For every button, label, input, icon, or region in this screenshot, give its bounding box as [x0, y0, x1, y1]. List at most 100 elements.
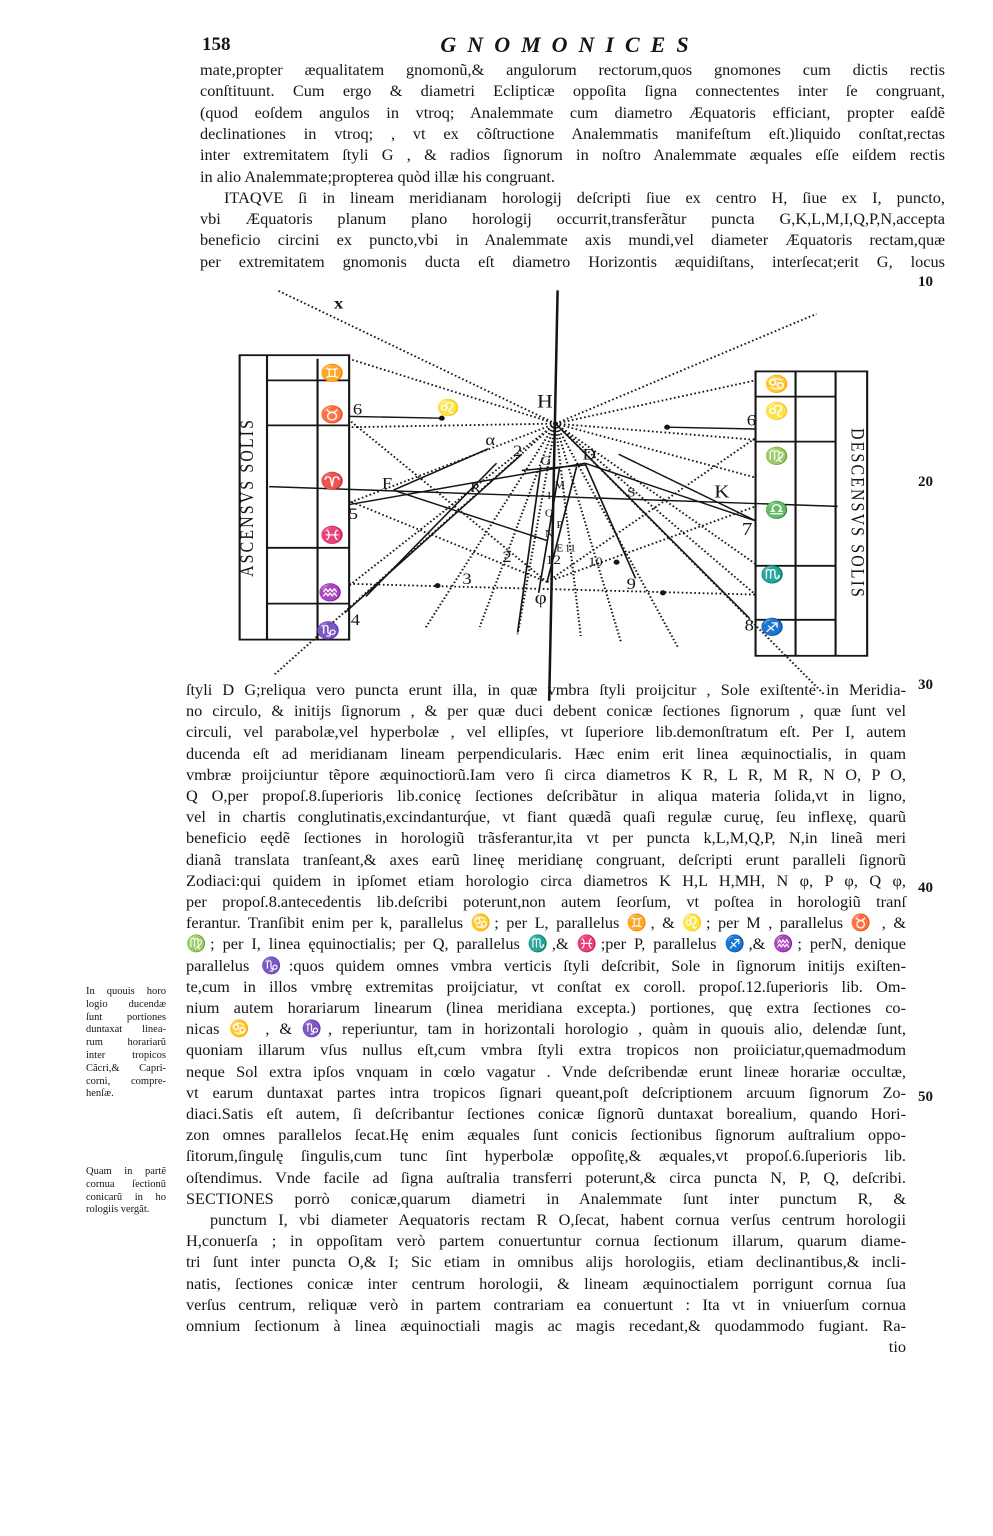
- text-line: zon omnes parallelos ſecat.Hę enim æqual…: [186, 1125, 906, 1145]
- label-p: P: [556, 520, 563, 531]
- margin-note-line: corni, compre-: [86, 1075, 166, 1087]
- text-line: ducenda eſt ad meridianam lineam perpend…: [186, 743, 906, 763]
- label-alpha: α: [485, 431, 495, 448]
- sundial-diagram: ASCENSVS SOLIS DESCENSVS SOLIS ♊ ♉ ♈ ♓ ♒…: [237, 289, 869, 701]
- label-3: 3: [462, 570, 471, 587]
- text-line: omnium ſectionum à linea æquinoctiali ma…: [186, 1316, 906, 1335]
- text-line: ſtyli D G;reliqua vero puncta erunt illa…: [186, 680, 906, 699]
- text-line: H,conuerſa ; in oppoſitam verò partem co…: [186, 1231, 906, 1251]
- text-line: punctum I, vbi diameter Aequatoris recta…: [210, 1210, 906, 1229]
- label-6-left: 6: [353, 401, 363, 418]
- label-q: Q: [545, 508, 554, 519]
- text-line: beneficio eędẽ ſectiones in horologiũ tr…: [186, 828, 906, 848]
- line-number-40: 40: [918, 880, 933, 896]
- text-line: beneficio circini ex puncto,vbi in Anale…: [200, 230, 945, 250]
- sign-aries-icon: ♈: [320, 471, 344, 490]
- right-sign-table: [754, 370, 869, 657]
- label-phi: φ: [535, 589, 547, 608]
- margin-note-line: rum horariarũ: [86, 1037, 166, 1049]
- text-line: SECTIONES porrò conicæ,quarum diametri i…: [186, 1188, 906, 1208]
- page-number: 158: [202, 34, 231, 55]
- label-2: 2: [502, 548, 511, 565]
- text-line: in alio Analemmate;propterea quòd illæ h…: [200, 166, 555, 186]
- sign-sagittarius-icon: ♐: [760, 617, 784, 636]
- text-line: declinationes in vtroq; , vt ex cõſtruct…: [200, 123, 945, 143]
- text-line: tio: [888, 1337, 906, 1357]
- text-line: inter extremitatem ſtyli G , & radios ſi…: [200, 145, 945, 165]
- margin-note-line: henſæ.: [86, 1088, 114, 1100]
- margin-note-line: logio ducendæ: [86, 998, 166, 1010]
- label-5: 5: [349, 505, 358, 522]
- line-number-20: 20: [918, 474, 933, 490]
- text-line: quoniam illarum vſus nullus eſt,cum vmbr…: [186, 1040, 906, 1060]
- label-g: G: [540, 454, 551, 469]
- sign-virgo-icon: ♍: [765, 446, 789, 465]
- text-line: circuli, vel parabolæ,vel hyperbolæ , ve…: [186, 722, 906, 742]
- label-x: x: [334, 295, 344, 312]
- text-line: Q O,per propoſ.8.ſuperioris lib.conicę ſ…: [186, 786, 906, 805]
- section-lines: [269, 415, 838, 633]
- text-line: diaci.Satis eſt autem, ſi deſcribantur ſ…: [186, 1104, 906, 1123]
- line-number-10: 10: [918, 274, 933, 290]
- text-line: mate,propter æqualitatem gnomonũ,& angul…: [200, 60, 945, 79]
- label-7: 7: [742, 520, 753, 539]
- label-e: E: [556, 543, 564, 554]
- sign-capricorn-icon: ♑: [316, 620, 340, 639]
- label-8: 8: [745, 617, 754, 634]
- text-line: ferantur. Tranſibit enim per k, parallel…: [186, 913, 906, 933]
- text-line: verſus centrum, reliquæ verò in partem c…: [186, 1294, 906, 1314]
- margin-note-line: rologiis vergãt.: [86, 1204, 150, 1216]
- label-d: D: [583, 446, 596, 463]
- sign-libra-icon: ♎: [765, 500, 789, 519]
- label-12: 12: [546, 553, 561, 568]
- label-11: 11: [565, 543, 576, 554]
- text-line: (quod eoſdem angulos in vtroq; Analemmat…: [200, 102, 945, 122]
- text-line: dianã translata tranſeant,& axes earũ li…: [186, 849, 906, 869]
- sign-leo-icon: ♌: [765, 401, 789, 420]
- text-line: per extremitatem gnomonis ducta eſt diam…: [200, 251, 945, 271]
- margin-note-line: In quouis horo: [86, 986, 166, 997]
- sign-taurus-icon: ♉: [320, 404, 344, 423]
- label-m: M: [554, 480, 565, 491]
- label-leo: ♌: [437, 398, 460, 416]
- label-4: 4: [351, 611, 361, 628]
- left-sign-table: [238, 354, 351, 641]
- text-line: natis, ſectiones conicæ inter centrum ho…: [186, 1273, 906, 1293]
- label-k: K: [714, 483, 729, 502]
- text-line: per propoſ.8.antecedentis lib.deſcribi p…: [186, 892, 906, 911]
- text-line: nicas ♋ , & ♑, reperiuntur, tam in horiz…: [186, 1019, 906, 1039]
- text-line: tri ſunt inter puncta O,& I; Sic etiam i…: [186, 1252, 906, 1272]
- margin-note-line: ſunt portiones: [86, 1011, 166, 1023]
- label-n: N: [545, 529, 554, 540]
- diagram-points: [434, 415, 671, 596]
- text-line: vmbræ proijciuntur tẽpore æquinoctiorũ.I…: [186, 764, 906, 784]
- sign-scorpio-icon: ♏: [760, 565, 784, 584]
- label-f: F: [382, 475, 392, 492]
- margin-note-line: inter tropicos: [86, 1050, 166, 1061]
- label-6-right: 6: [747, 412, 757, 429]
- text-line: vbi Æquatoris planum plano horologij occ…: [200, 209, 945, 229]
- text-line: no circulo, & initijs ſignorum , & per q…: [186, 701, 906, 721]
- text-line: ITAQVE ſi in lineam meridianam horologij…: [224, 187, 945, 207]
- margin-note-line: conicarũ in ho: [86, 1191, 166, 1203]
- margin-note-line: duntaxat linea-: [86, 1024, 166, 1036]
- sign-aquarius-icon: ♒: [318, 583, 342, 602]
- text-line: conſtituunt. Cum ergo & diametri Eclipti…: [200, 81, 945, 101]
- label-2-upper: 2: [513, 442, 522, 459]
- text-line: ♍; per I, linea ęquinoctialis; per Q, pa…: [186, 934, 906, 954]
- label-10: 10: [588, 555, 603, 569]
- sign-cancer-icon: ♋: [765, 374, 789, 393]
- meridian-line: [547, 290, 559, 701]
- text-line: parallelus ♑:quos quidem omnes vmbra ver…: [186, 955, 906, 975]
- text-line: vt earum duntaxat partes intra tropicos …: [186, 1082, 906, 1102]
- line-number-50: 50: [918, 1089, 933, 1105]
- label-s: S: [627, 485, 635, 500]
- text-line: neque Sol extra ipſos vnquam in cœlo vag…: [186, 1061, 906, 1081]
- ascensus-solis-caption: ASCENSVS SOLIS: [237, 418, 257, 577]
- label-i: I: [547, 491, 551, 502]
- running-title: GNOMONICES: [440, 32, 700, 57]
- margin-note-line: Quam in partẽ: [86, 1166, 166, 1177]
- text-line: nium autem horariarum linearum (linea me…: [186, 998, 906, 1017]
- sign-gemini-icon: ♊: [320, 363, 344, 382]
- text-line: oſtendimus. Vnde facile ad ſigna auſtral…: [186, 1167, 906, 1187]
